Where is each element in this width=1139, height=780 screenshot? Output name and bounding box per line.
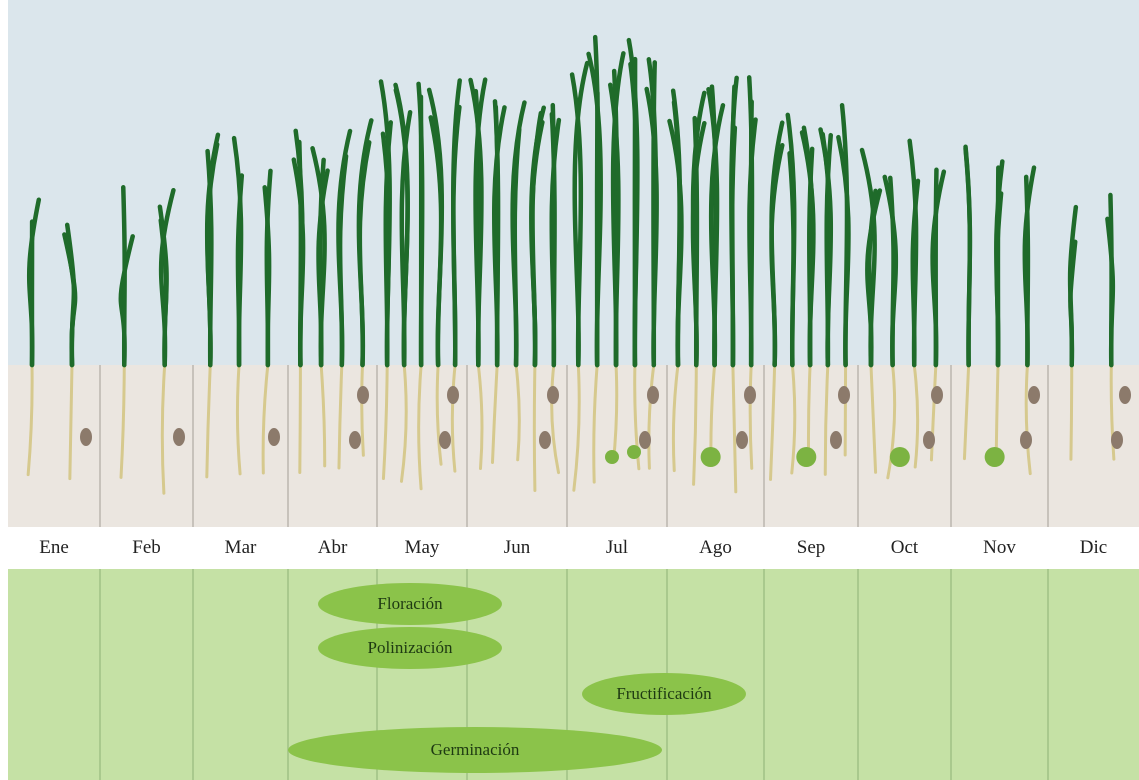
seedling (890, 447, 910, 467)
seed (447, 386, 459, 404)
month-label: Feb (100, 527, 193, 569)
leaf-blade (751, 102, 752, 365)
seedling (985, 447, 1005, 467)
leaf-blade (595, 37, 598, 365)
phase-label: Germinación (288, 739, 662, 761)
root (1071, 365, 1072, 459)
month-label: Oct (858, 527, 951, 569)
seed (539, 431, 551, 449)
phase-label: Polinización (318, 637, 502, 659)
seed (1111, 431, 1123, 449)
seed (647, 386, 659, 404)
month-label: May (377, 527, 467, 569)
phase-label: Floración (318, 593, 502, 615)
month-label: Mar (193, 527, 288, 569)
seed (349, 431, 361, 449)
leaf-blade (695, 118, 697, 365)
leaf-blade (1110, 195, 1111, 365)
leaf-blade (496, 107, 498, 365)
seed (357, 386, 369, 404)
root (534, 365, 535, 490)
seed (830, 431, 842, 449)
seed (1020, 431, 1032, 449)
seed (639, 431, 651, 449)
seed (838, 386, 850, 404)
seedling (605, 450, 619, 464)
seed (744, 386, 756, 404)
seed (439, 431, 451, 449)
seed (1028, 386, 1040, 404)
seed (923, 431, 935, 449)
month-label: Jun (467, 527, 567, 569)
seed (931, 386, 943, 404)
root (300, 365, 301, 473)
seed (268, 428, 280, 446)
phase-label: Fructificación (582, 683, 746, 705)
root (996, 365, 998, 459)
leaf-blade (553, 105, 554, 365)
leaf-blade (732, 128, 735, 365)
seedling (627, 445, 641, 459)
leaf-blade (123, 187, 124, 365)
month-label: Dic (1048, 527, 1139, 569)
root (750, 365, 752, 468)
seed (1119, 386, 1131, 404)
month-label: Sep (764, 527, 858, 569)
month-label: Abr (288, 527, 377, 569)
root (362, 365, 364, 455)
seed (173, 428, 185, 446)
seedling (796, 447, 816, 467)
seed (80, 428, 92, 446)
month-label: Ene (8, 527, 100, 569)
seedling (701, 447, 721, 467)
root (808, 365, 810, 457)
seed (547, 386, 559, 404)
sediment-band (8, 365, 1139, 527)
seed (736, 431, 748, 449)
month-label: Ago (667, 527, 764, 569)
month-label: Jul (567, 527, 667, 569)
month-label: Nov (951, 527, 1048, 569)
